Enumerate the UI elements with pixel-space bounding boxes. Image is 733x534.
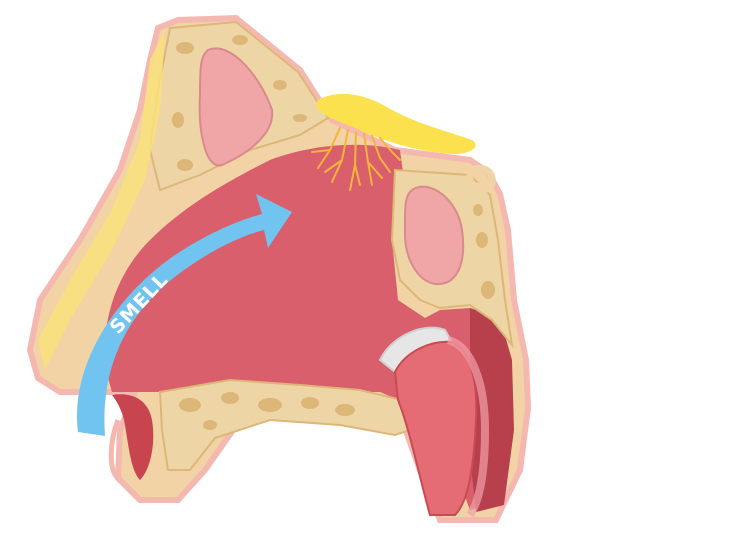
smell-arrow	[76, 194, 293, 436]
pharynx-wall	[446, 336, 490, 518]
uvula-tongue	[393, 340, 478, 516]
olfactory-bulb	[316, 93, 476, 155]
pharynx	[468, 308, 514, 512]
frontal-sinus	[198, 47, 274, 167]
olfactory-nerve-fibers	[311, 127, 401, 191]
nasal-cavity	[105, 144, 512, 510]
bone-pores-sphenoid	[473, 204, 495, 299]
upper-lip	[108, 419, 121, 480]
sphenoid-sinus	[403, 185, 465, 286]
nasal-bone-strip	[38, 30, 165, 370]
bone-pores-lower	[179, 392, 355, 430]
nostril	[112, 394, 154, 480]
sella-hook	[466, 164, 496, 194]
bone-pores-upper	[172, 35, 307, 171]
